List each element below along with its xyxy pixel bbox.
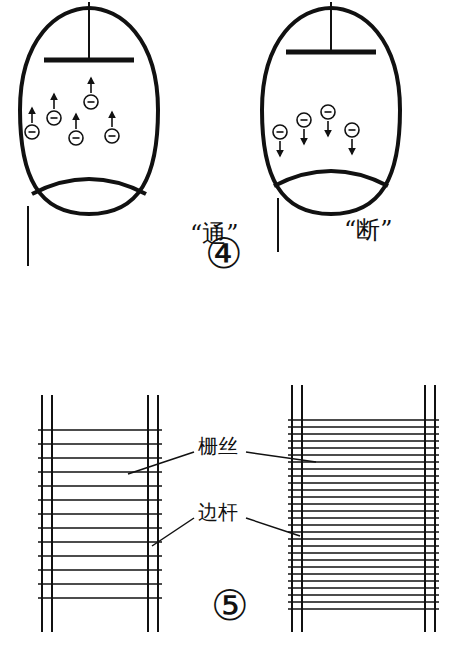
electron bbox=[345, 123, 359, 154]
electron bbox=[69, 114, 83, 145]
vacuum-tube bbox=[20, 2, 158, 266]
electron bbox=[105, 112, 119, 143]
electron bbox=[25, 108, 39, 139]
leader-line bbox=[246, 452, 316, 462]
part-label: 栅丝 bbox=[198, 436, 238, 456]
grid-fine bbox=[288, 385, 439, 632]
electron bbox=[321, 105, 335, 136]
part-label: 边杆 bbox=[198, 502, 238, 522]
electron bbox=[47, 94, 61, 125]
leader-line bbox=[128, 452, 194, 474]
electron bbox=[297, 113, 311, 144]
figure-number: ⑤ bbox=[211, 585, 249, 627]
vacuum-tube bbox=[262, 2, 400, 252]
figure-number: ④ bbox=[205, 233, 243, 275]
electron bbox=[84, 78, 98, 109]
leader-line bbox=[152, 518, 194, 546]
state-label: “断” bbox=[344, 218, 393, 242]
leader-line bbox=[246, 518, 300, 536]
grid-coarse bbox=[38, 395, 162, 632]
electron bbox=[273, 125, 287, 156]
